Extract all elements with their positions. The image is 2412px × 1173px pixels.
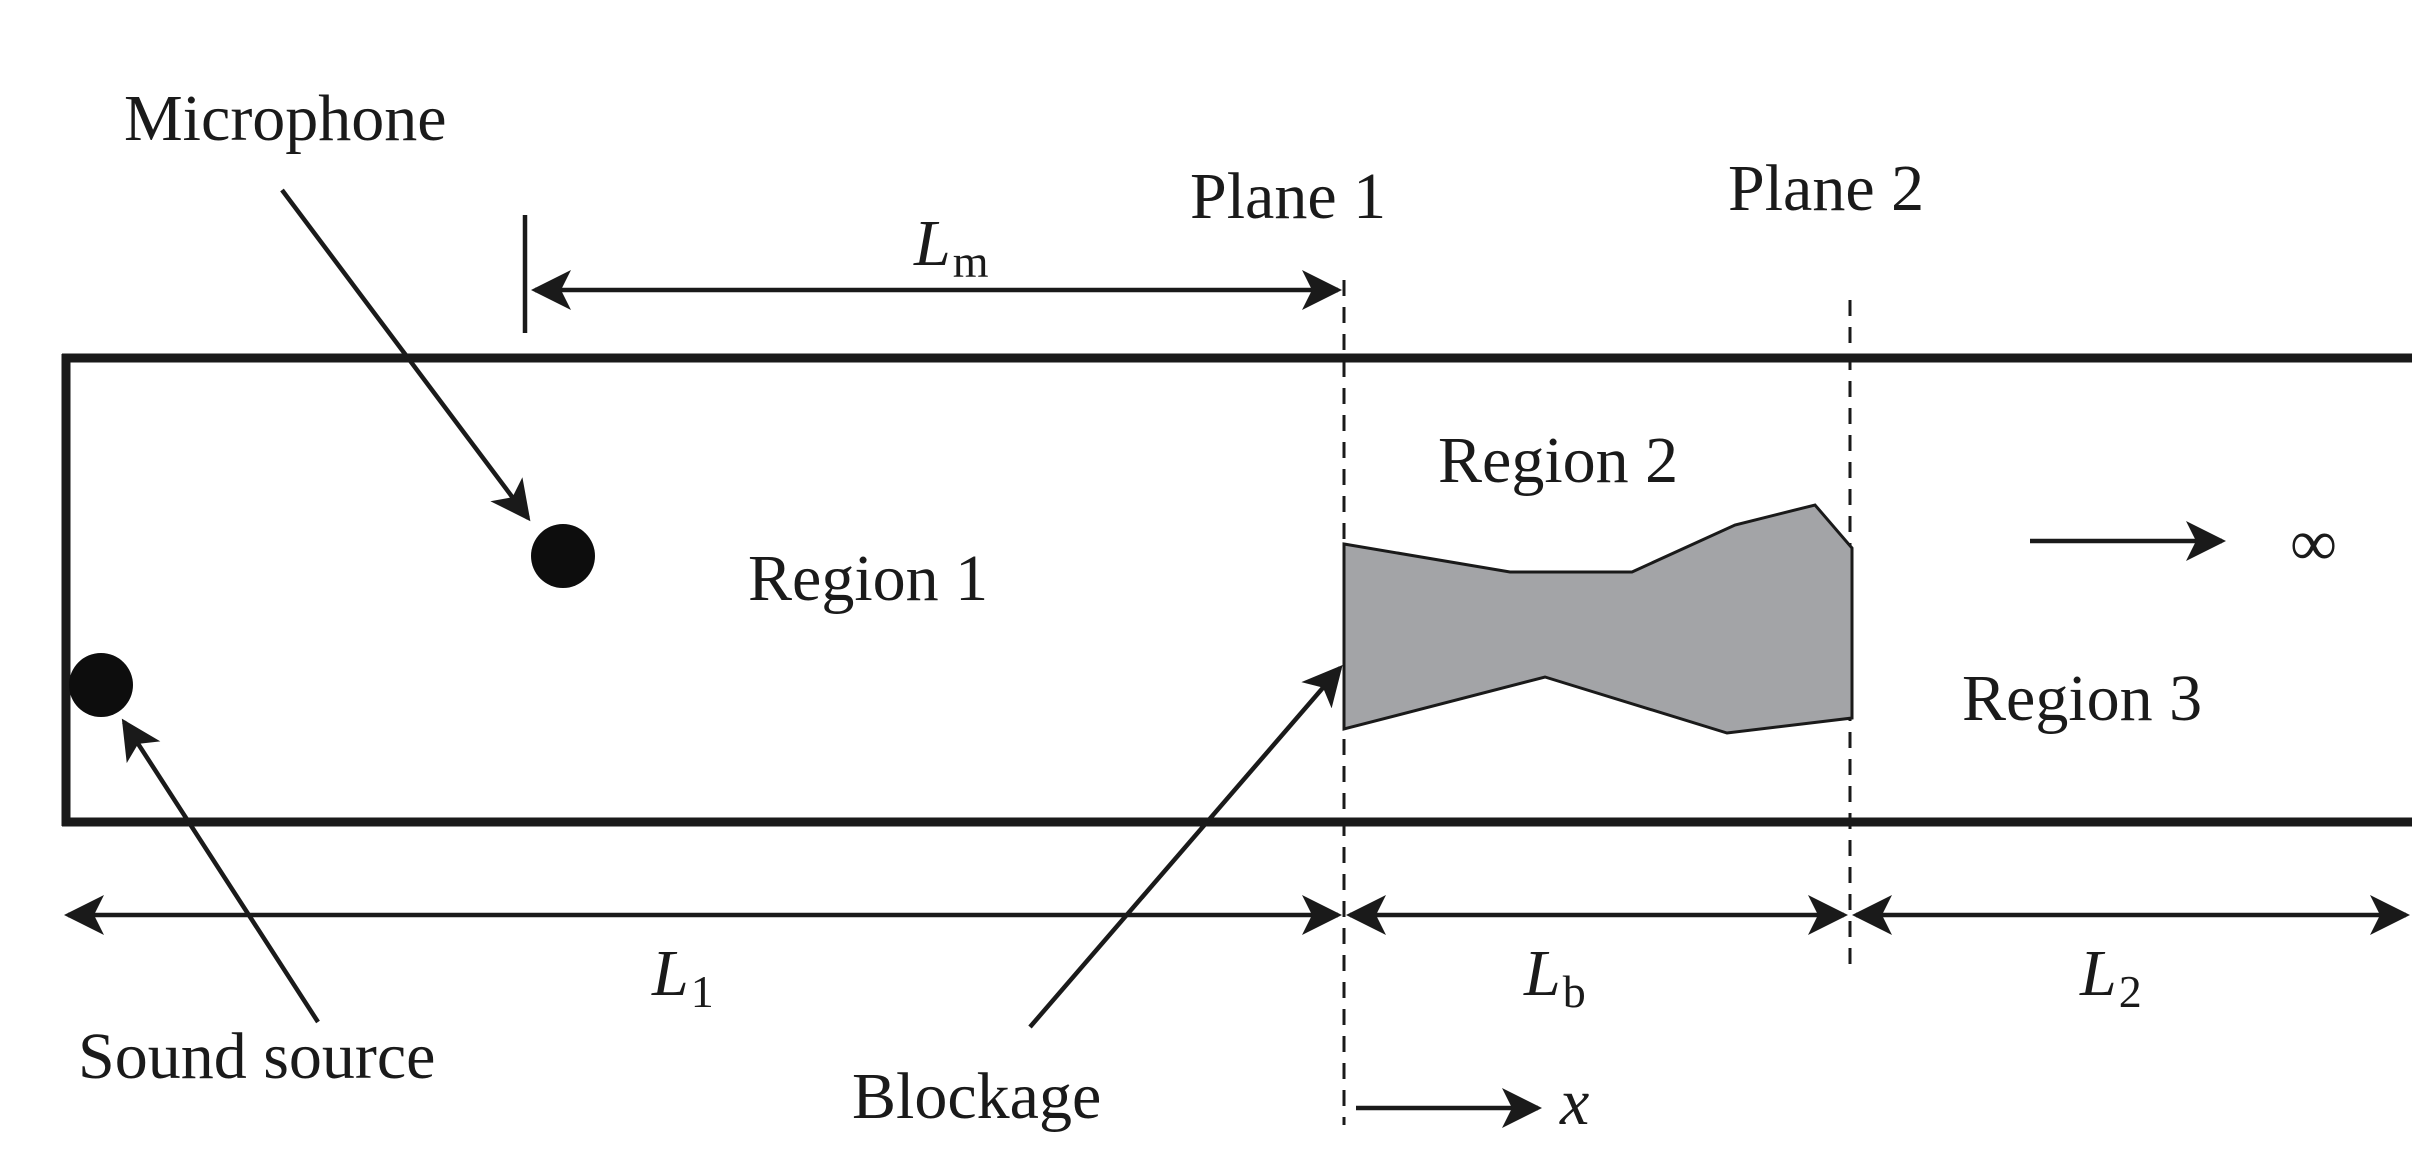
lm-label-main: L [913,207,951,280]
lb-label-main: L [1523,937,1561,1010]
l1-label: L1 [651,937,714,1017]
blockage-leader-arrow [1028,664,1343,1029]
microphone-label: Microphone [124,82,447,155]
sound-source-leader-arrow [121,718,320,1024]
lm-label-subscript: m [953,236,989,287]
microphone-dot [531,524,595,588]
blockage-label: Blockage [852,1060,1101,1133]
region-1-label: Region 1 [748,542,988,615]
blockage-shape [1342,503,1854,735]
sound-source-dot [69,653,133,717]
lb-label-subscript: b [1563,966,1586,1017]
region-2-label: Region 2 [1438,424,1678,497]
lb-label: Lb [1523,937,1586,1017]
l2-label: L2 [2079,937,2142,1017]
plane-2-label: Plane 2 [1728,152,1924,225]
x-axis-label: x [1559,1066,1589,1139]
region-3-label: Region 3 [1962,662,2202,735]
l1-label-subscript: 1 [691,966,714,1017]
microphone-leader-arrow [280,188,531,522]
l2-label-main: L [2079,937,2117,1010]
infinity-label: ∞ [2290,507,2337,580]
plane-1-label: Plane 1 [1190,160,1386,233]
l1-label-main: L [651,937,689,1010]
lm-label: Lm [913,207,989,287]
sound-source-label: Sound source [78,1020,435,1093]
l2-label-subscript: 2 [2119,966,2142,1017]
